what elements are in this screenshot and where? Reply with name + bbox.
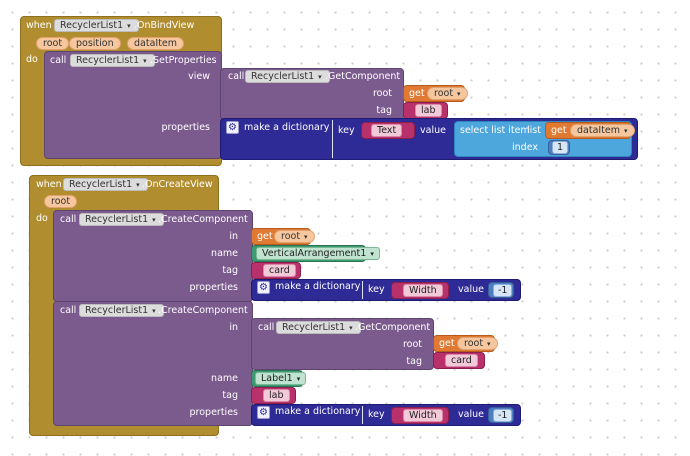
key-label: key — [368, 409, 385, 420]
method-name: .GetComponent — [325, 71, 401, 82]
method-name: .CreateComponent — [158, 214, 248, 225]
param-root[interactable]: root — [44, 195, 78, 208]
list-label: list — [527, 125, 541, 136]
when-label: when — [36, 179, 62, 190]
method-name: .GetComponent — [355, 322, 431, 333]
tag-label: tag — [222, 390, 238, 401]
root-label: root — [372, 88, 392, 99]
component-dropdown[interactable]: RecyclerList1▾ — [54, 19, 139, 32]
number-value[interactable]: -1 — [493, 284, 513, 297]
variable-dropdown[interactable]: dataItem▾ — [570, 124, 635, 137]
event-name: .OnBindView — [134, 20, 195, 31]
separator — [332, 120, 333, 158]
separator — [362, 406, 363, 424]
chevron-down-icon: ▾ — [296, 375, 301, 383]
chevron-down-icon: ▾ — [304, 233, 308, 241]
text-value[interactable]: Width — [403, 284, 443, 297]
component-dropdown[interactable]: RecyclerList1▾ — [245, 70, 330, 83]
call-label: call — [50, 55, 67, 66]
param-position[interactable]: position — [69, 37, 121, 50]
view-label: view — [188, 71, 210, 82]
chevron-down-icon: ▾ — [318, 73, 322, 81]
properties-label: properties — [189, 282, 238, 293]
chevron-down-icon: ▾ — [143, 57, 147, 65]
param-root[interactable]: root — [36, 37, 70, 50]
when-label: when — [26, 20, 52, 31]
text-value[interactable]: card — [445, 354, 478, 367]
separator — [362, 281, 363, 299]
select-list-item-label: select list item — [460, 125, 530, 136]
chevron-down-icon: ▾ — [127, 22, 131, 30]
component-dropdown[interactable]: RecyclerList1▾ — [70, 54, 155, 67]
chevron-down-icon: ▾ — [457, 90, 461, 98]
get-label: get — [409, 88, 425, 99]
variable-dropdown[interactable]: root▾ — [274, 230, 315, 243]
call-label: call — [258, 322, 275, 333]
text-value[interactable]: Text — [371, 124, 403, 137]
properties-label: properties — [189, 407, 238, 418]
dictionary-label: make a dictionary — [244, 122, 330, 133]
value-label: value — [420, 125, 446, 136]
component-dropdown[interactable]: RecyclerList1▾ — [63, 178, 148, 191]
component-dropdown[interactable]: RecyclerList1▾ — [79, 213, 164, 226]
gear-icon[interactable]: ⚙ — [257, 406, 270, 419]
dictionary-label: make a dictionary — [275, 406, 361, 417]
variable-dropdown[interactable]: root▾ — [457, 337, 498, 350]
value-label: value — [458, 284, 484, 295]
text-value[interactable]: card — [263, 264, 296, 277]
gear-icon[interactable]: ⚙ — [257, 281, 270, 294]
component-dropdown[interactable]: RecyclerList1▾ — [276, 321, 361, 334]
make-dictionary-block[interactable] — [251, 279, 521, 301]
do-label: do — [36, 213, 48, 224]
chevron-down-icon: ▾ — [349, 324, 353, 332]
call-label: call — [60, 214, 77, 225]
setproperties-block[interactable] — [44, 51, 222, 159]
get-label: get — [257, 231, 273, 242]
tag-label: tag — [222, 265, 238, 276]
chevron-down-icon: ▾ — [624, 127, 628, 135]
chevron-down-icon: ▾ — [370, 250, 374, 258]
root-label: root — [402, 339, 422, 350]
chevron-down-icon: ▾ — [136, 181, 140, 189]
text-value[interactable]: lab — [263, 389, 290, 402]
in-label: in — [229, 231, 238, 242]
component-value[interactable]: Label1▾ — [255, 372, 307, 385]
in-label: in — [229, 322, 238, 333]
component-value[interactable]: VerticalArrangement1▾ — [256, 247, 380, 260]
call-label: call — [228, 71, 245, 82]
method-name: .CreateComponent — [158, 305, 248, 316]
gear-icon[interactable]: ⚙ — [226, 121, 239, 134]
text-value[interactable]: lab — [415, 104, 442, 117]
tag-label: tag — [376, 105, 392, 116]
get-label: get — [439, 338, 455, 349]
call-label: call — [60, 305, 77, 316]
do-label: do — [26, 54, 38, 65]
get-label: get — [551, 125, 567, 136]
properties-label: properties — [161, 122, 210, 133]
key-label: key — [368, 284, 385, 295]
chevron-down-icon: ▾ — [152, 216, 156, 224]
chevron-down-icon: ▾ — [487, 340, 491, 348]
event-name: .OnCreateView — [142, 179, 213, 190]
number-value[interactable]: -1 — [493, 409, 513, 422]
key-label: key — [338, 125, 355, 136]
number-value[interactable]: 1 — [552, 141, 569, 154]
name-label: name — [211, 373, 238, 384]
make-dictionary-block[interactable] — [251, 404, 521, 426]
method-name: .SetProperties — [150, 55, 217, 66]
createcomponent-block[interactable] — [53, 301, 253, 426]
component-dropdown[interactable]: RecyclerList1▾ — [79, 304, 164, 317]
name-label: name — [211, 248, 238, 259]
index-label: index — [512, 142, 538, 153]
value-label: value — [458, 409, 484, 420]
text-value[interactable]: Width — [403, 409, 443, 422]
variable-dropdown[interactable]: root▾ — [427, 87, 468, 100]
param-dataitem[interactable]: dataItem — [127, 37, 185, 50]
dictionary-label: make a dictionary — [275, 281, 361, 292]
chevron-down-icon: ▾ — [152, 307, 156, 315]
tag-label: tag — [406, 356, 422, 367]
